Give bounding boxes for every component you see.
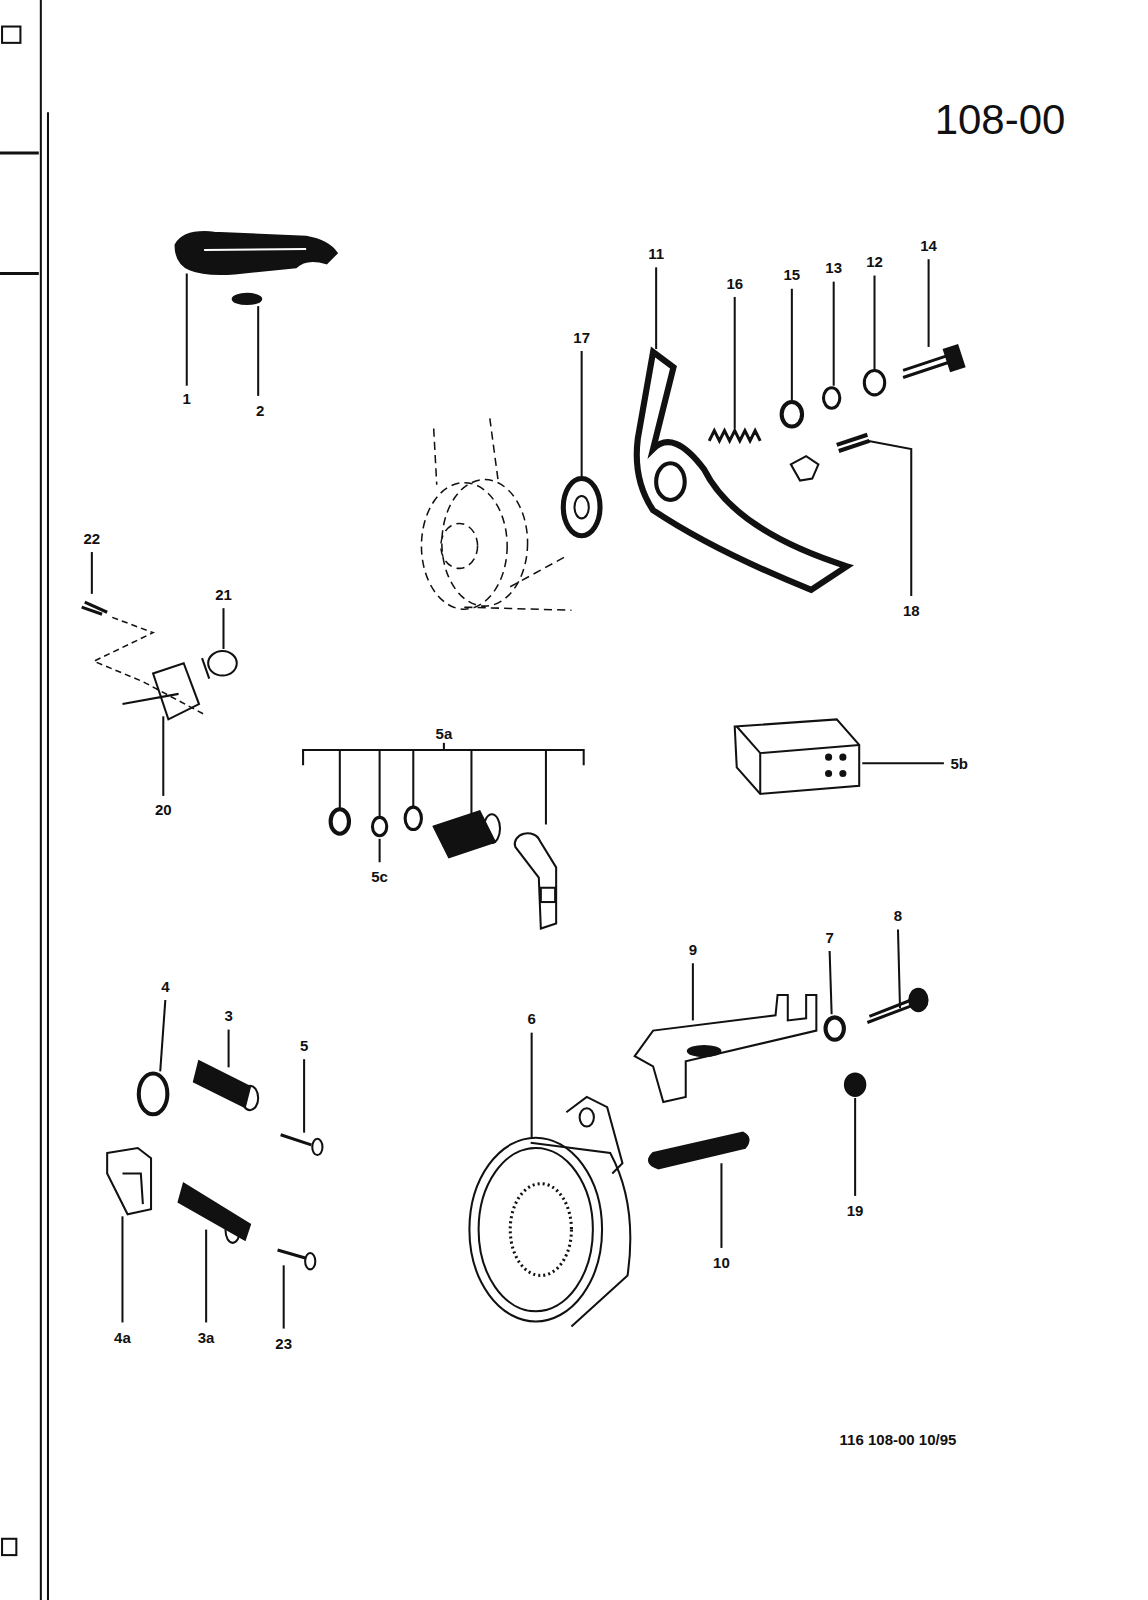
callout-number: 2 [254,402,266,419]
callout-number: 20 [153,801,174,818]
callout-number: 8 [892,907,904,924]
callout-number: 15 [782,266,803,283]
callout-number: 3 [222,1007,234,1024]
callout-number: 5a [434,724,455,741]
callout-number: 4 [159,977,171,994]
callout-number: 21 [213,585,234,602]
callout-number: 4a [112,1328,133,1345]
callout-number: 12 [864,253,885,270]
callout-number: 16 [724,274,745,291]
callout-number: 5 [298,1036,310,1053]
callout-number: 14 [918,236,939,253]
callout-number: 13 [823,259,844,276]
page-title: 108-00 [935,99,1066,141]
callout-number: 7 [823,928,835,945]
callout-number: 18 [901,602,922,619]
callout-number: 17 [571,328,592,345]
callout-number: 3a [196,1328,217,1345]
callout-number: 22 [81,529,102,546]
callout-number: 19 [845,1202,866,1219]
callout-number: 11 [646,245,666,262]
figure-caption: 116 108-00 10/95 [840,1431,957,1446]
callout-number: 1 [181,389,193,406]
callout-number: 10 [711,1254,732,1271]
callout-number: 5b [948,755,970,772]
callout-number: 6 [525,1010,537,1027]
callout-number: 5c [369,867,390,884]
callout-number: 23 [273,1334,294,1351]
callout-number: 9 [687,941,699,958]
